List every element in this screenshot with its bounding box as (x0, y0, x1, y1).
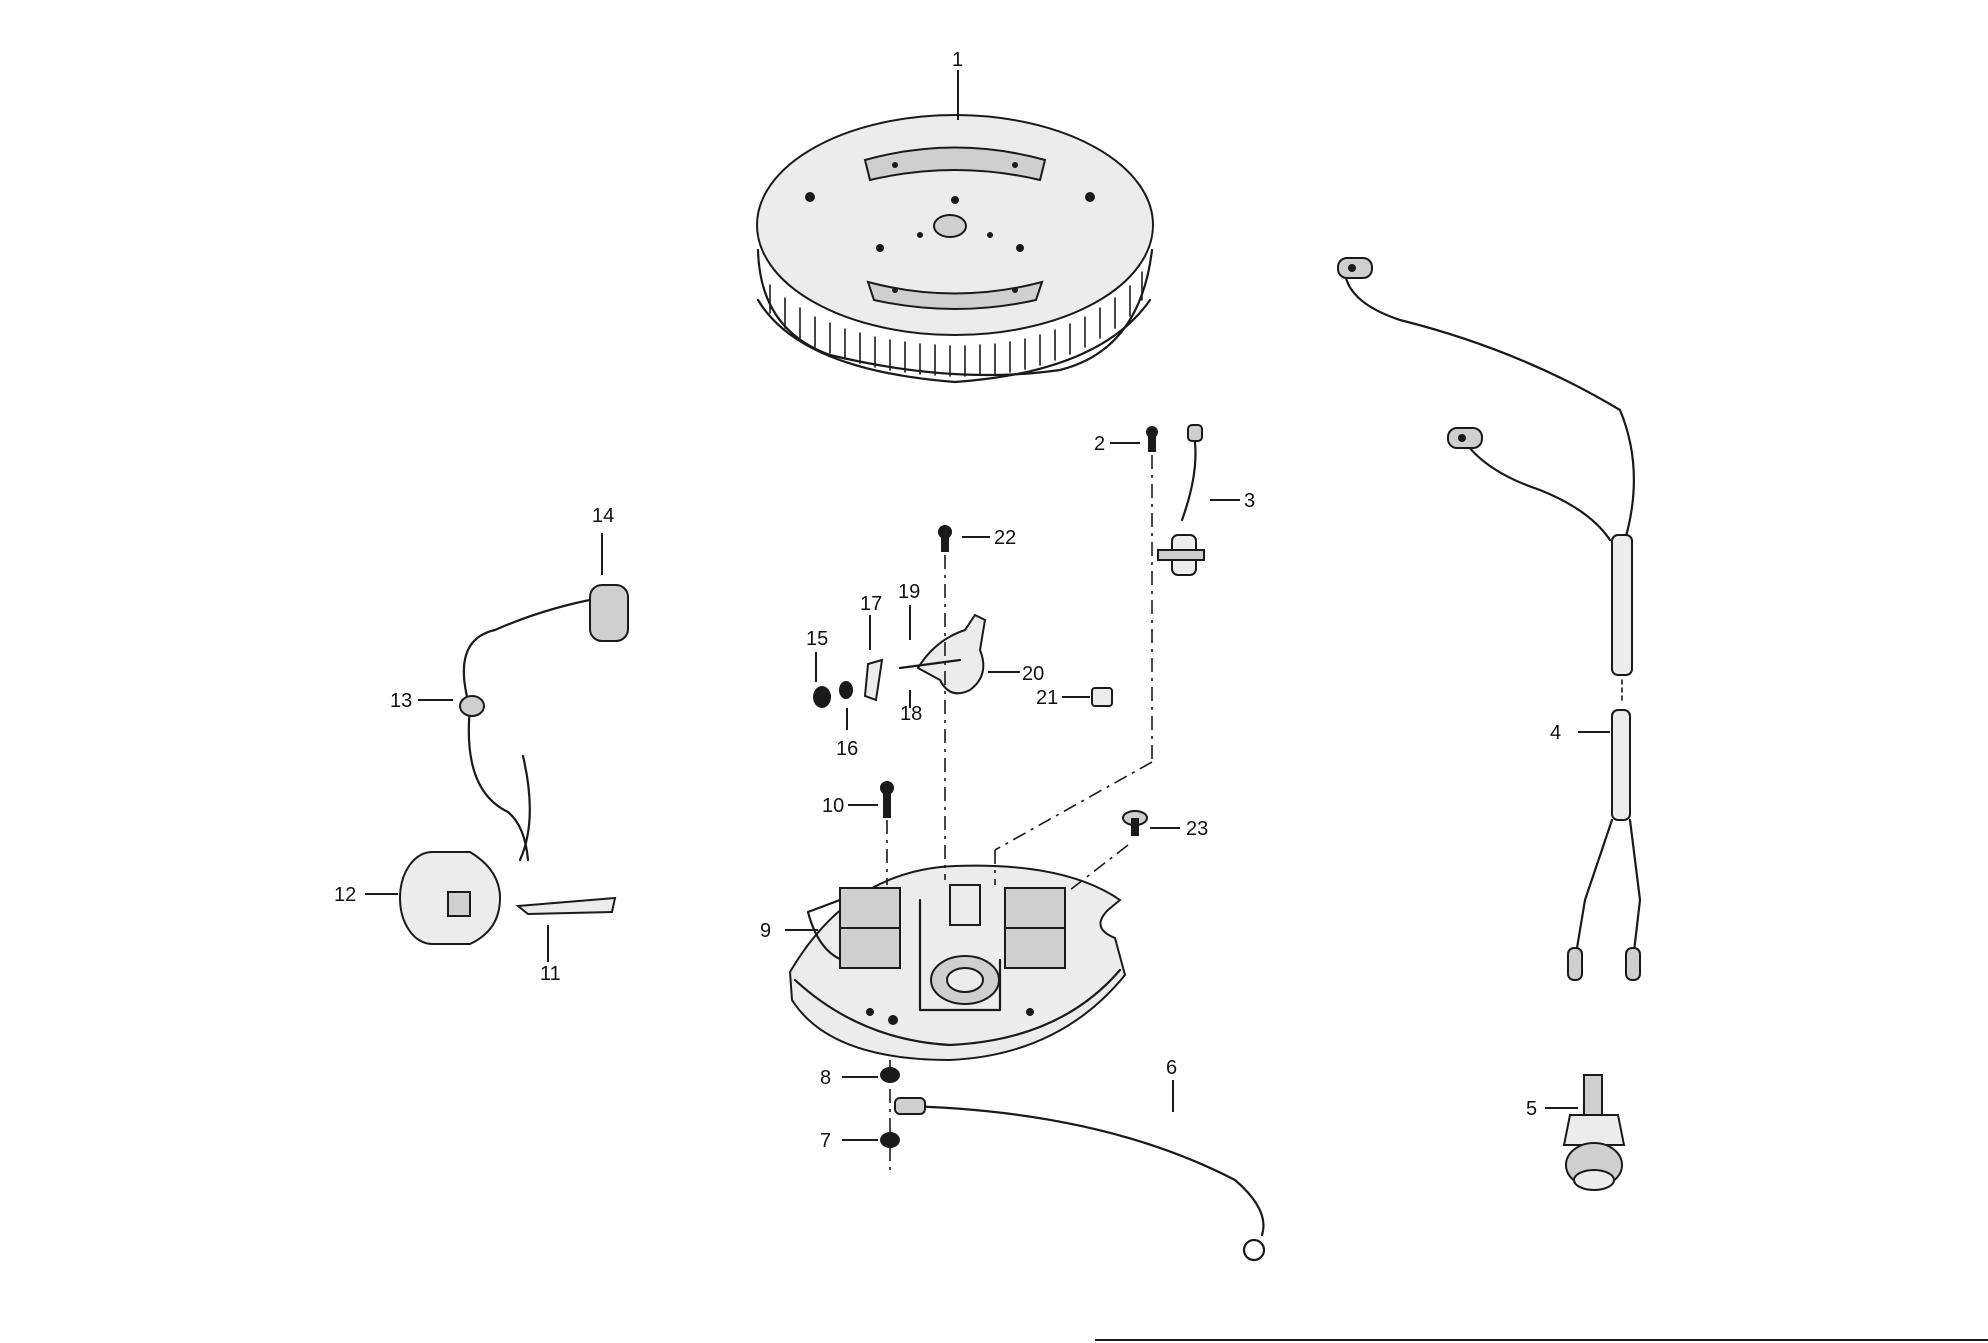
flywheel (756, 114, 1154, 384)
callout-19: 19 (898, 581, 920, 603)
callout-22: 22 (994, 527, 1016, 549)
callout-15: 15 (806, 628, 828, 650)
callout-18: 18 (900, 703, 922, 725)
callout-7: 7 (820, 1130, 831, 1152)
callout-6: 6 (1166, 1057, 1177, 1079)
callout-14: 14 (592, 505, 614, 527)
callout-17: 17 (860, 593, 882, 615)
callout-13: 13 (390, 690, 412, 712)
callout-2: 2 (1094, 433, 1105, 455)
wiring-harness (1337, 257, 1642, 981)
ground-lead (894, 1097, 1266, 1262)
ignition-coil (399, 584, 629, 945)
callout-9: 9 (760, 920, 771, 942)
assembly-guide-lines (886, 455, 1153, 1170)
callout-10: 10 (822, 795, 844, 817)
callout-12: 12 (334, 884, 356, 906)
callout-labels: 1 2 3 4 5 6 7 8 9 10 11 12 13 14 15 16 1… (334, 49, 1561, 1152)
callout-3: 3 (1244, 490, 1255, 512)
callout-11: 11 (540, 963, 561, 985)
callout-21: 21 (1036, 687, 1058, 709)
callout-5: 5 (1526, 1098, 1537, 1120)
callout-23: 23 (1186, 818, 1208, 840)
small-parts (813, 424, 1205, 1148)
stator-plate (788, 864, 1127, 1062)
switch (1562, 1074, 1626, 1191)
callout-8: 8 (820, 1067, 831, 1089)
callout-4: 4 (1550, 722, 1561, 744)
callout-leaders (365, 70, 1610, 1141)
callout-1: 1 (952, 49, 963, 71)
callout-16: 16 (836, 738, 858, 760)
callout-20: 20 (1022, 663, 1044, 685)
